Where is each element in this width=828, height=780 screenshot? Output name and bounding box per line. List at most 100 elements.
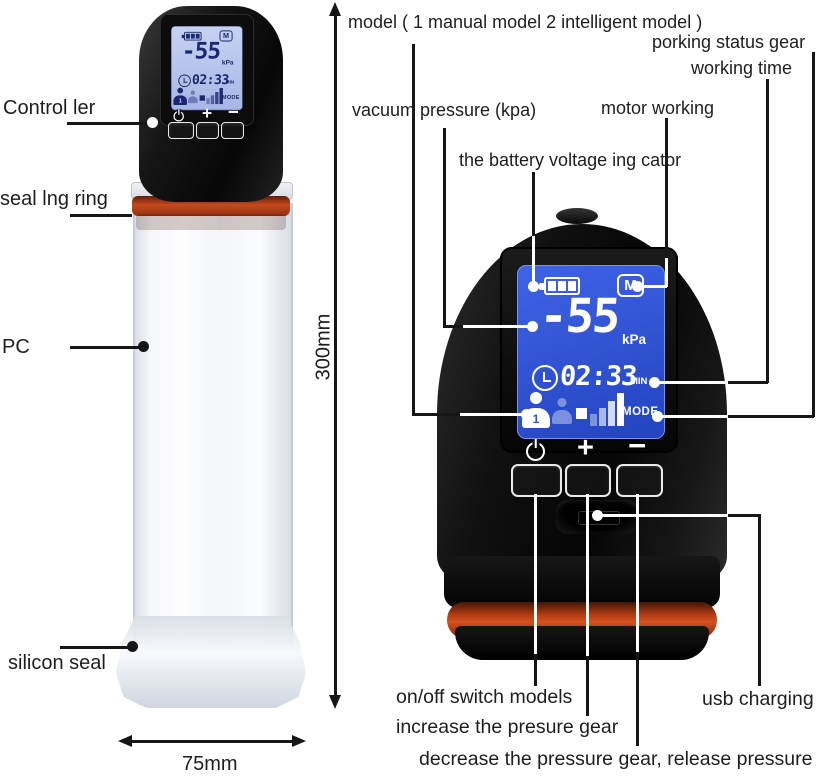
intensity-bars-icon	[206, 87, 223, 105]
time-unit: MIN	[630, 376, 648, 387]
leader-line-working-time	[766, 79, 769, 383]
plus-symbol: +	[201, 103, 213, 123]
leader-line-sealing-ring	[70, 214, 132, 217]
minus-symbol: −	[228, 101, 239, 123]
label-battery-indicator: the battery voltage ing cator	[459, 150, 682, 170]
plus-button-small	[196, 122, 219, 139]
minus-button	[616, 464, 663, 497]
sealing-ring-shadow	[136, 214, 286, 230]
leader-line-porking	[728, 415, 814, 418]
leader-dot-min	[649, 377, 660, 388]
width-dimension-line	[130, 740, 294, 743]
power-icon	[526, 442, 545, 461]
label-decrease-gear: decrease the pressure gear, release pres…	[419, 748, 813, 770]
intensity-bars-icon	[590, 390, 626, 426]
working-time-value: 02:33	[191, 72, 230, 88]
user-gear-ghost-icon	[187, 91, 198, 104]
leader-line-model	[412, 44, 415, 414]
controller-base-bottom	[455, 626, 709, 660]
time-unit: MIN	[225, 79, 235, 86]
label-vacuum-pressure: vacuum pressure (kpa)	[352, 100, 537, 120]
controller-screen-small: M -55 kPa 02:33 MIN 1 MODE	[171, 26, 243, 111]
mode-label: MODE	[622, 406, 659, 418]
width-dimension-label: 75mm	[182, 753, 238, 775]
leader-line-porking	[662, 415, 728, 418]
leader-line-vacuum	[443, 325, 463, 328]
power-button	[511, 464, 562, 497]
user-gear-icon: 1	[173, 88, 188, 106]
leader-dot-usb	[592, 510, 603, 521]
leader-line-vacuum	[463, 325, 528, 328]
leader-line-motor	[665, 258, 668, 287]
gear-number: 1	[532, 412, 540, 426]
label-silicon-seal: silicon seal	[8, 652, 106, 674]
mode-label: MODE	[221, 94, 240, 101]
label-increase-gear: increase the presure gear	[396, 716, 619, 738]
height-dimension-line	[334, 14, 337, 696]
arrow-right-icon	[292, 735, 306, 747]
working-time-value: 02:33	[558, 361, 638, 392]
label-motor-working: motor working	[601, 98, 715, 118]
leader-dot-mode	[632, 281, 643, 292]
mode-m-icon: M	[219, 30, 233, 42]
leader-dot-silicon	[127, 641, 138, 652]
leader-line-increase	[586, 494, 589, 656]
label-working-time: working time	[691, 58, 793, 78]
user-gear-icon: 1	[522, 392, 550, 428]
leader-line-decrease	[636, 652, 639, 746]
minus-button-small	[221, 122, 244, 139]
minus-symbol: −	[628, 428, 647, 463]
leader-line-vacuum	[443, 128, 446, 326]
battery-icon	[539, 277, 580, 295]
leader-dot-controller	[147, 117, 158, 128]
label-controller: Control ler	[3, 97, 96, 119]
label-porking-status-gear: porking status gear	[652, 32, 806, 52]
power-icon	[173, 110, 184, 122]
label-model: model ( 1 manual model 2 intelligent mod…	[348, 12, 703, 32]
arrow-down-icon	[329, 695, 341, 709]
leader-line-decrease	[636, 494, 639, 652]
pressure-value: -55	[537, 289, 621, 344]
left-button-panel: + −	[166, 102, 240, 135]
leader-line-model	[412, 413, 460, 416]
leader-line-usb	[601, 514, 728, 517]
plus-button	[565, 464, 611, 497]
status-square-icon	[576, 408, 587, 419]
controller-screen-large: M -55 kPa 02:33 MIN 1 MODE	[517, 265, 665, 439]
leader-line-onoff	[534, 494, 537, 654]
battery-icon	[181, 31, 202, 41]
leader-line-battery	[532, 236, 535, 288]
power-button-small	[168, 122, 194, 139]
leader-line-silicon	[60, 646, 128, 649]
label-sealing-ring: seal lng ring	[0, 188, 108, 210]
leader-line-onoff	[534, 654, 537, 686]
leader-line-increase	[586, 656, 589, 716]
user-gear-ghost-icon	[552, 398, 572, 424]
pressure-unit: kPa	[221, 58, 234, 66]
leader-line-motor	[665, 118, 668, 258]
leader-line-porking	[812, 52, 815, 417]
leader-line-usb	[728, 514, 760, 517]
leader-line-battery	[532, 172, 535, 236]
leader-line-usb	[758, 514, 761, 686]
leader-line-working-time	[728, 381, 768, 384]
pc-cylinder	[133, 203, 293, 645]
leader-dot-gear	[521, 409, 532, 420]
arrow-up-icon	[329, 2, 341, 16]
status-square-icon	[199, 95, 205, 101]
leader-dot-pc	[138, 341, 149, 352]
leader-dot-mode-label	[652, 411, 663, 422]
pressure-value: -55	[181, 37, 222, 65]
leader-dot-battery	[528, 281, 539, 292]
top-nub	[556, 208, 598, 224]
leader-line-working-time	[659, 381, 728, 384]
plus-symbol: +	[577, 432, 594, 464]
leader-line-controller	[67, 122, 149, 125]
silicon-seal-base	[116, 616, 306, 708]
controller-base-step	[444, 556, 720, 608]
label-pc: PC	[2, 336, 30, 358]
leader-line-model	[460, 413, 522, 416]
gear-number: 1	[178, 97, 182, 105]
height-dimension-label: 300mm	[312, 313, 335, 381]
